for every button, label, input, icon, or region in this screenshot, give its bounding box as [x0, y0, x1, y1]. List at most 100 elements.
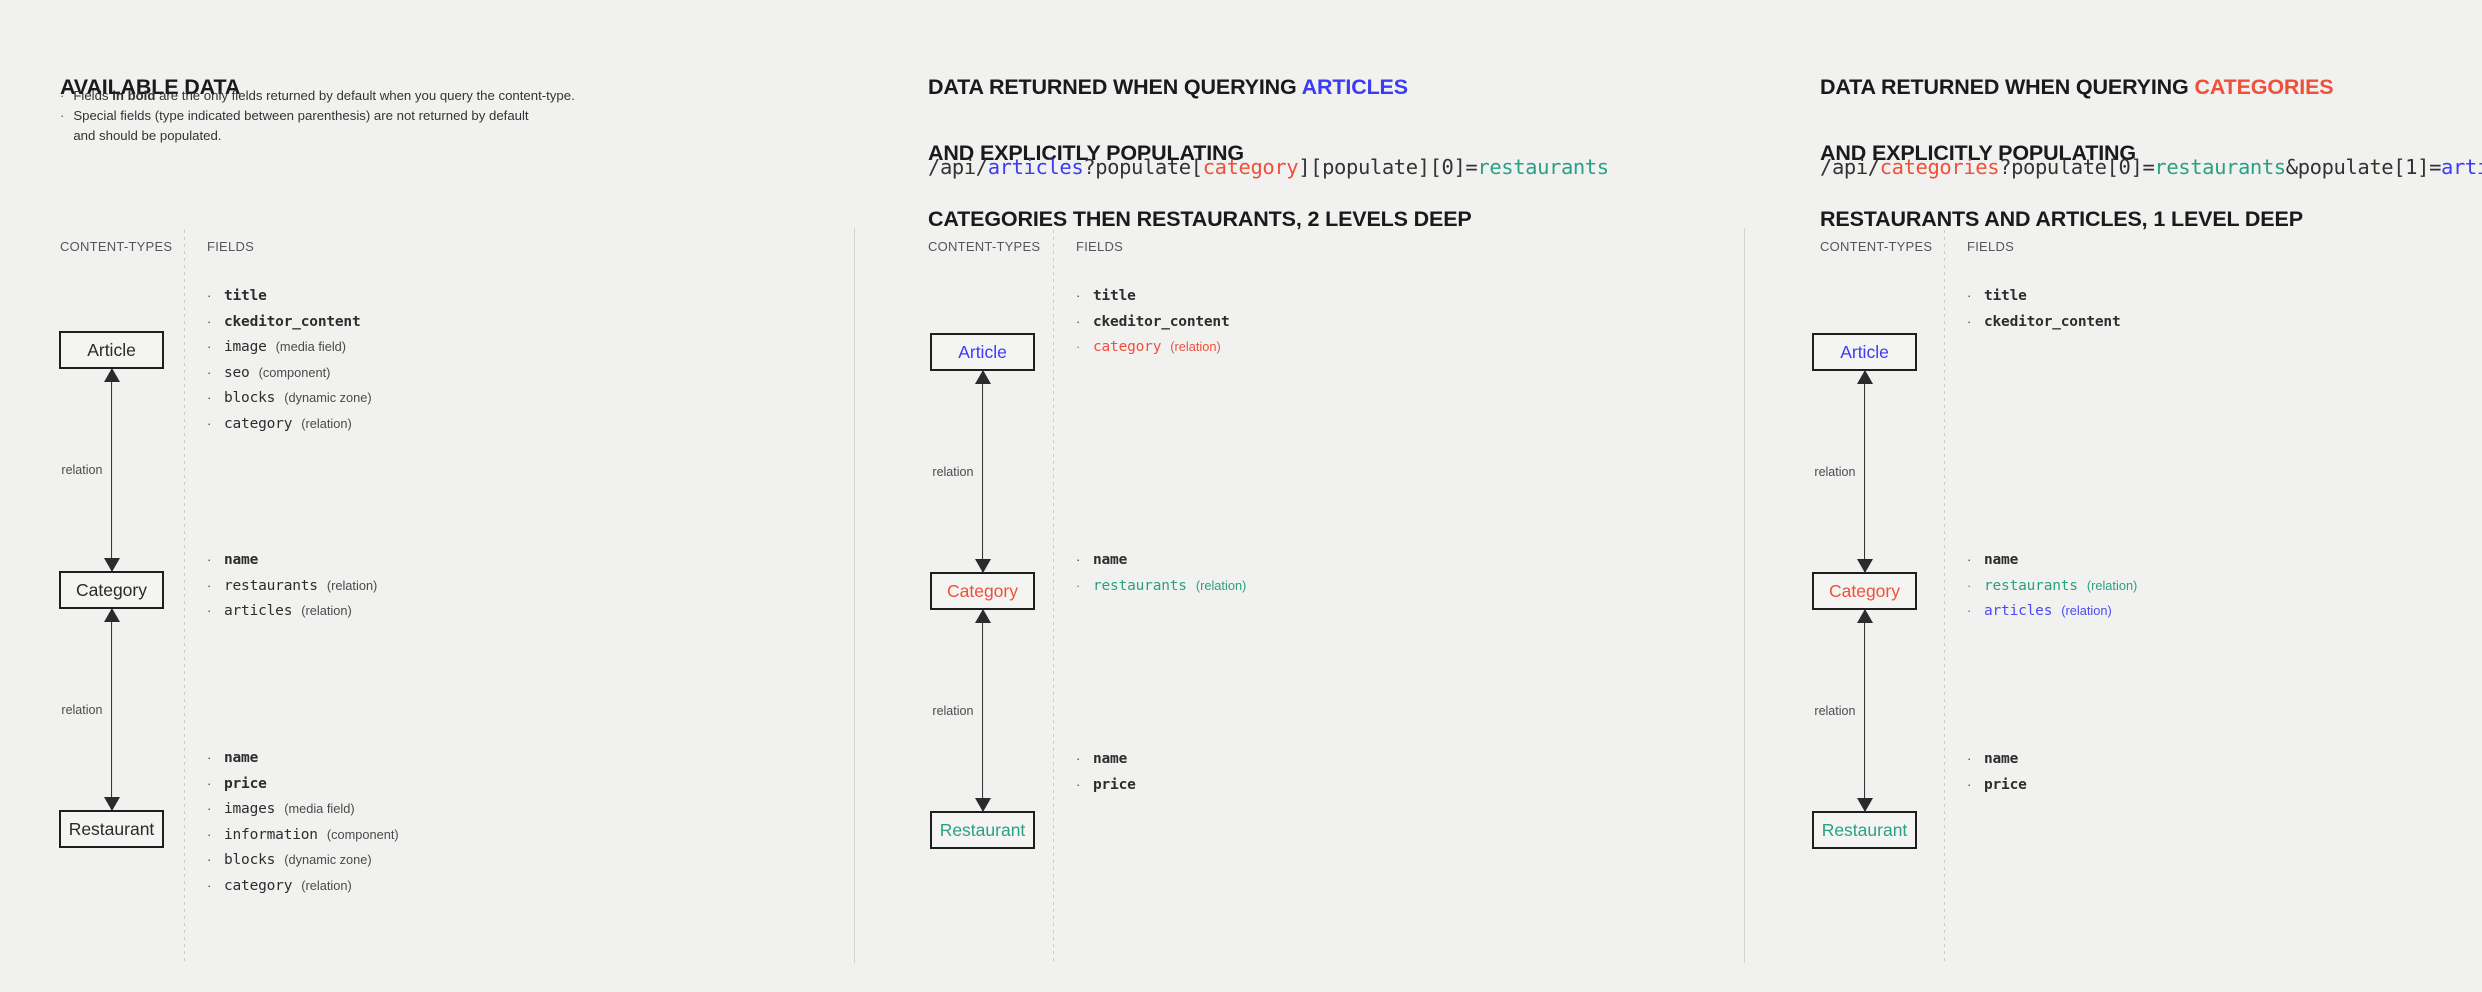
field-name: name [1093, 552, 1128, 568]
entity-box-restaurant[interactable]: Restaurant [59, 810, 164, 848]
notes-list: · Fields in bold are the only fields ret… [60, 86, 575, 146]
sublabel-fields: FIELDS [1076, 239, 1124, 254]
field-name: articles [1984, 603, 2053, 619]
sublabel-content-types: CONTENT-TYPES [1820, 239, 1933, 254]
fieldlist-category: ·name ·restaurants(relation) ·articles(r… [207, 552, 377, 629]
entity-label: Article [87, 339, 136, 360]
arrow-up-icon [103, 368, 120, 382]
bullet-icon: · [1076, 751, 1081, 766]
entity-box-article[interactable]: Article [1812, 333, 1917, 371]
entity-box-article[interactable]: Article [930, 333, 1035, 371]
relation-label: relation [932, 703, 974, 718]
field-type: (component) [258, 364, 331, 380]
bullet-icon: · [207, 877, 212, 893]
page-title-text: AVAILABLE DATA [60, 75, 241, 99]
field-row: ·name [207, 750, 399, 776]
relation-connector-category-restaurant: relation [930, 609, 1035, 812]
field-name: information [224, 826, 318, 843]
api-url: /api/categories?populate[0]=restaurants&… [1820, 155, 2482, 179]
field-name: blocks [224, 852, 276, 868]
field-name: images [224, 801, 276, 817]
field-name: name [1984, 552, 2019, 568]
bullet-icon: · [207, 801, 212, 816]
arrow-up-icon [974, 609, 991, 623]
field-row: ·seo(component) [207, 365, 372, 391]
field-name: category [224, 877, 293, 894]
ct-fields-divider [184, 230, 185, 962]
field-type: (relation) [326, 577, 378, 593]
field-name: ckeditor_content [224, 313, 361, 330]
field-row: ·price [1967, 777, 2027, 803]
field-row: ·ckeditor_content [207, 314, 372, 340]
bullet-icon: · [1076, 577, 1081, 593]
bullet-icon: · [1967, 577, 1972, 593]
heading-accent: CATEGORIES [2194, 75, 2334, 99]
url-part: /api/ [1820, 155, 1880, 179]
bullet-icon: · [207, 852, 212, 867]
relation-label: relation [61, 702, 103, 717]
field-row: ·category(relation) [207, 416, 372, 442]
field-name: title [224, 288, 267, 304]
entity-label: Article [1840, 341, 1889, 362]
bullet-icon: · [1967, 288, 1972, 303]
bullet-icon: · [207, 750, 212, 765]
field-row: ·ckeditor_content [1076, 313, 1230, 340]
field-name: image [224, 339, 267, 355]
sublabel-fields: FIELDS [207, 239, 255, 254]
entity-box-category[interactable]: Category [930, 572, 1035, 610]
entity-label: Restaurant [68, 818, 155, 839]
relation-label: relation [1814, 703, 1856, 718]
url-part-category: category [1202, 155, 1299, 179]
entity-box-category[interactable]: Category [59, 571, 164, 609]
field-name: articles [224, 603, 293, 619]
field-name: name [224, 552, 259, 568]
connector-line [1863, 371, 1866, 572]
entity-box-restaurant[interactable]: Restaurant [930, 811, 1035, 849]
heading-line2: AND EXPLICITLY POPULATING [928, 141, 1244, 165]
field-name: restaurants [1093, 577, 1187, 594]
field-name: ckeditor_content [1093, 313, 1230, 330]
heading-prefix: DATA RETURNED WHEN QUERYING [928, 75, 1302, 99]
field-row: ·name [1967, 751, 2027, 777]
url-part: ?populate[ [1083, 155, 1203, 179]
url-part-restaurants: restaurants [2154, 155, 2286, 179]
bullet-icon: · [207, 775, 212, 791]
field-row: ·name [1967, 552, 2137, 578]
sublabel-content-types: CONTENT-TYPES [928, 239, 1041, 254]
arrow-down-icon [103, 797, 120, 811]
url-part: /api/ [928, 155, 988, 179]
field-type: (relation) [1195, 577, 1247, 593]
page-title: AVAILABLE DATA [60, 38, 240, 104]
bullet-icon: · [207, 603, 212, 618]
fieldlist-article: ·title ·ckeditor_content ·image(media fi… [207, 288, 372, 441]
field-row: ·ckeditor_content [1967, 313, 2121, 340]
note-item: · Fields in bold are the only fields ret… [60, 86, 575, 106]
field-name: category [224, 415, 293, 432]
field-row: ·price [1076, 777, 1136, 803]
field-type: (relation) [2086, 577, 2138, 593]
url-part-categories: categories [1879, 155, 2000, 179]
arrow-down-icon [1856, 559, 1873, 573]
field-name: price [1984, 776, 2027, 793]
bullet-icon: · [60, 88, 65, 103]
connector-line [981, 610, 984, 811]
fieldlist-restaurant: ·name ·price ·images(media field) ·infor… [207, 750, 399, 903]
entity-box-restaurant[interactable]: Restaurant [1812, 811, 1917, 849]
bullet-icon: · [207, 339, 212, 354]
connector-line [1863, 610, 1866, 811]
entity-label: Restaurant [1821, 819, 1908, 840]
heading-line3: RESTAURANTS AND ARTICLES, 1 LEVEL DEEP [1820, 207, 2303, 231]
heading-line3: CATEGORIES THEN RESTAURANTS, 2 LEVELS DE… [928, 207, 1472, 231]
note-text: Fields in bold are the only fields retur… [73, 88, 575, 103]
url-part-articles: articles [987, 155, 1084, 179]
field-type: (relation) [2061, 603, 2112, 618]
entity-box-category[interactable]: Category [1812, 572, 1917, 610]
entity-box-article[interactable]: Article [59, 331, 164, 369]
column-query-categories: DATA RETURNED WHEN QUERYING CATEGORIES A… [1745, 0, 2482, 992]
field-name: title [1984, 288, 2027, 304]
field-name: price [224, 775, 267, 792]
entity-label: Restaurant [939, 819, 1026, 840]
bullet-icon: · [1967, 313, 1972, 329]
arrow-up-icon [1856, 609, 1873, 623]
